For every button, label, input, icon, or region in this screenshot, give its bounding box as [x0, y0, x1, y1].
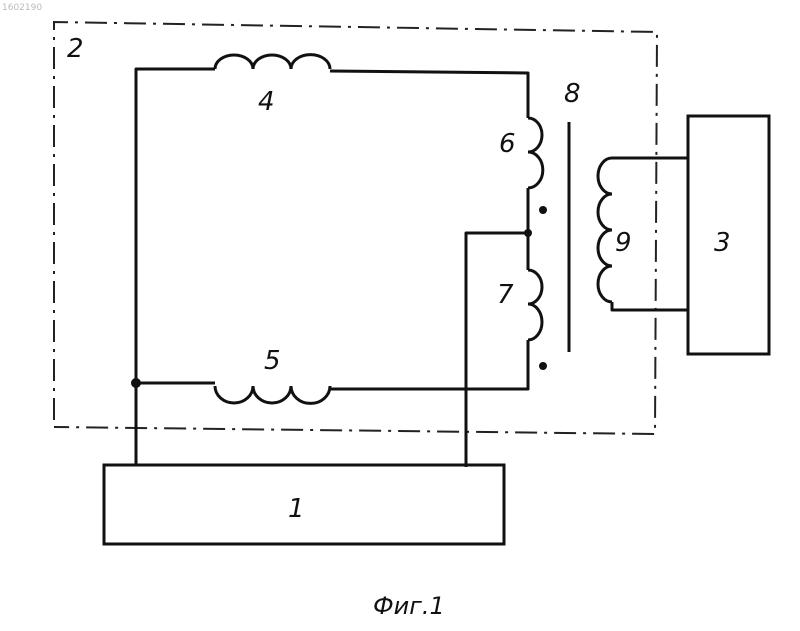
- junction-dot-tap: [524, 229, 532, 237]
- figure-caption: Фиг.1: [373, 592, 445, 620]
- junction-dot-left: [131, 378, 141, 388]
- coil-4: [215, 55, 330, 69]
- label-core-8: 8: [564, 79, 581, 109]
- polarity-dot-6: [539, 206, 547, 214]
- coil-9-bottom-lead: [612, 302, 688, 310]
- label-block-1: 1: [288, 494, 305, 524]
- label-block-3: 3: [714, 228, 731, 258]
- label-frame-2: 2: [67, 34, 84, 64]
- label-coil-7: 7: [497, 280, 514, 310]
- main-circuit-wires: [136, 69, 528, 467]
- label-coil-9: 9: [615, 228, 632, 258]
- polarity-dot-7: [539, 362, 547, 370]
- coil-7: [528, 270, 542, 340]
- label-coil-5: 5: [264, 346, 281, 376]
- coil-5: [215, 386, 330, 403]
- label-coil-6: 6: [499, 129, 516, 159]
- coil-6: [528, 118, 543, 188]
- label-coil-4: 4: [258, 87, 275, 117]
- document-id: 1602190: [2, 3, 42, 13]
